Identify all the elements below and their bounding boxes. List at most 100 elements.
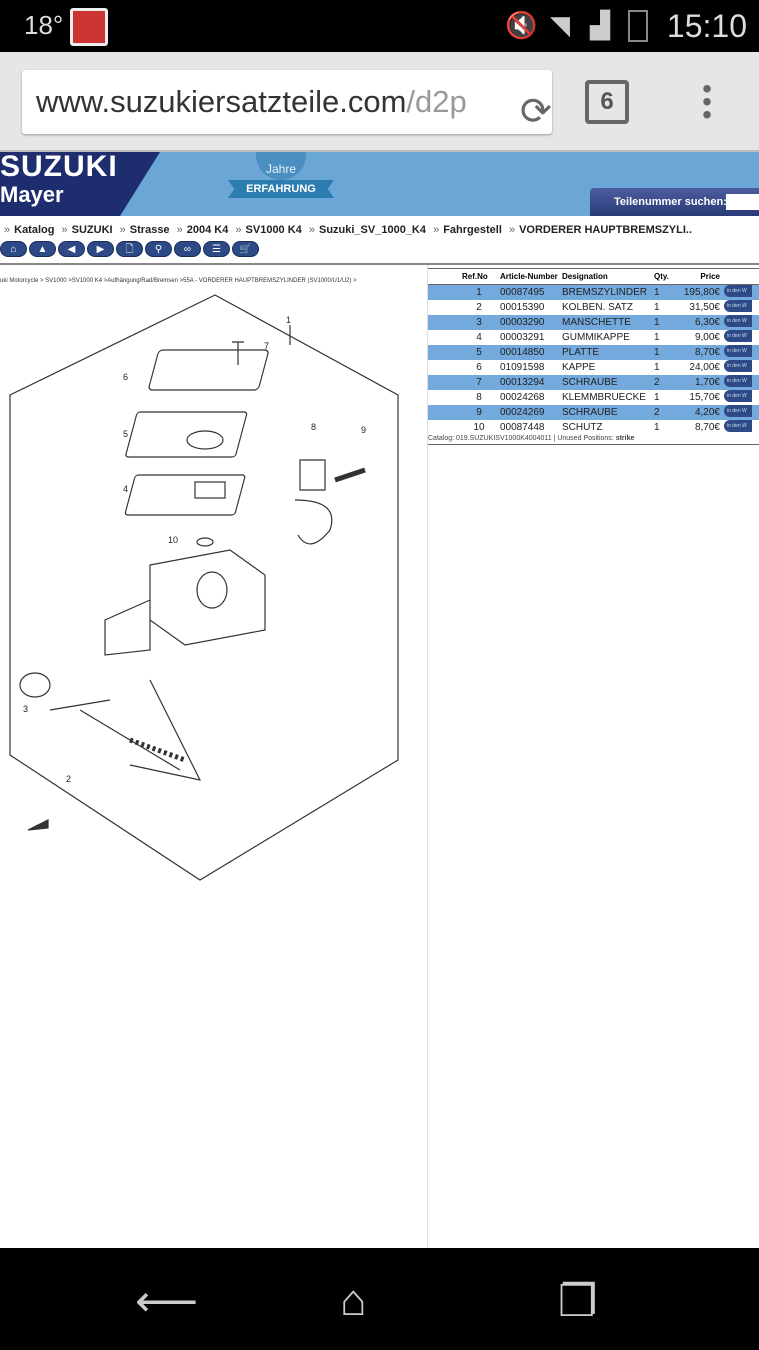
part-9-bolt [334, 467, 366, 483]
part-5-plate [125, 411, 248, 458]
price: 9,00€ [694, 332, 720, 343]
price: 6,30€ [676, 315, 722, 330]
home-icon[interactable]: ⌂ [0, 241, 27, 257]
glasses-icon[interactable]: ∞ [174, 241, 201, 257]
cart-cell: in den W [722, 284, 759, 300]
tree-icon[interactable]: ☰ [203, 241, 230, 257]
strike-legend: strike [615, 435, 635, 442]
quantity: 1 [654, 362, 660, 373]
article-number[interactable]: 00024268 [500, 392, 545, 403]
label-9: 9 [361, 425, 366, 435]
cylinder-port [196, 571, 228, 609]
catalog-info: Catalog: 019.SUZUKISV1000K4004011 | Unus… [428, 435, 616, 442]
part-2-piston [49, 699, 181, 771]
cart-cell: in den W [722, 375, 759, 390]
breadcrumb: »Katalog »SUZUKI »Strasse »2004 K4 »SV10… [4, 224, 693, 236]
col-article: Article-Number [498, 268, 560, 285]
crumb-katalog[interactable]: Katalog [14, 224, 55, 236]
part-7-screw [232, 341, 244, 365]
label-4: 4 [123, 484, 128, 494]
designation: SCHUTZ [562, 422, 603, 433]
col-price: Price [676, 268, 722, 285]
quantity: 1 [652, 345, 676, 360]
col-cart [722, 268, 759, 285]
status-bar: 18° 🔇 ◥ ▟ 15:10 [0, 0, 759, 52]
label-1: 1 [286, 315, 291, 325]
label-6: 6 [123, 372, 128, 382]
quantity: 1 [652, 315, 676, 330]
add-to-cart-button[interactable]: in den W [724, 330, 752, 342]
ref-no: 4 [476, 332, 482, 343]
row-blank [428, 284, 460, 300]
quantity: 1 [654, 302, 660, 313]
diagram-outline [9, 294, 399, 881]
part-number-input[interactable] [726, 194, 759, 210]
ref-no: 7 [460, 375, 498, 390]
cart-cell: in den W [722, 315, 759, 330]
prev-icon[interactable]: ◀ [58, 241, 85, 257]
cart-icon[interactable]: 🛒 [232, 241, 259, 257]
part-1-cylinder-body [104, 549, 266, 656]
next-icon[interactable]: ▶ [87, 241, 114, 257]
recents-icon[interactable]: ❐ [558, 1277, 598, 1326]
article-number[interactable]: 00087448 [500, 422, 545, 433]
article-number[interactable]: 00024269 [498, 405, 560, 420]
add-to-cart-button[interactable]: in den W [724, 420, 752, 432]
article-number[interactable]: 00013294 [498, 375, 560, 390]
crumb-suzuki[interactable]: SUZUKI [71, 224, 113, 236]
ref-no: 1 [460, 284, 498, 300]
crumb-strasse[interactable]: Strasse [129, 224, 170, 236]
add-to-cart-button[interactable]: in den W [724, 285, 752, 297]
tab-switcher-button[interactable]: 6 [585, 80, 629, 124]
table-row: 2 00015390 KOLBEN. SATZ 1 31,50€ in den … [428, 300, 759, 315]
reload-icon[interactable]: ⟳ [520, 91, 552, 133]
label-3: 3 [23, 704, 28, 714]
url-field[interactable]: www.suzukiersatzteile.com/d2p ⟳ [22, 70, 552, 134]
exploded-parts-diagram: 1 2 3 4 5 6 7 8 9 10 [9, 294, 399, 881]
home-nav-icon[interactable]: ⌂ [340, 1276, 367, 1325]
price: 4,20€ [676, 405, 722, 420]
add-to-cart-button[interactable]: in den W [724, 345, 752, 357]
add-to-cart-button[interactable]: in den W [724, 375, 752, 387]
row-blank [428, 345, 460, 360]
cart-cell: in den W [722, 420, 759, 435]
crumb-current: VORDERER HAUPTBREMSZYLI.. [519, 224, 693, 236]
designation: GUMMIKAPPE [562, 332, 630, 343]
crumb-catalog-model[interactable]: Suzuki_SV_1000_K4 [318, 224, 426, 236]
ref-no: 3 [460, 315, 498, 330]
article-number[interactable]: 00003291 [500, 332, 545, 343]
article-number[interactable]: 00087495 [498, 284, 560, 300]
designation: PLATTE [560, 345, 652, 360]
quantity: 1 [654, 392, 660, 403]
ref-no: 6 [476, 362, 482, 373]
ref-no: 9 [460, 405, 498, 420]
search-icon[interactable]: ⚲ [145, 241, 172, 257]
front-arrow-icon [27, 819, 49, 831]
article-number[interactable]: 00003290 [498, 315, 560, 330]
add-to-cart-button[interactable]: in den W [724, 360, 752, 372]
crumb-model[interactable]: SV1000 K4 [245, 224, 302, 236]
article-number[interactable]: 00014850 [498, 345, 560, 360]
designation: BREMSZYLINDER [560, 284, 652, 300]
col-designation: Designation [560, 268, 652, 285]
back-icon[interactable]: ⟵ [135, 1277, 199, 1326]
add-to-cart-button[interactable]: in den W [724, 390, 752, 402]
add-to-cart-button[interactable]: in den W [724, 315, 752, 327]
row-blank [428, 330, 460, 345]
crumb-fahrgestell[interactable]: Fahrgestell [443, 224, 502, 236]
assembly-lines [129, 679, 202, 781]
label-8: 8 [311, 422, 316, 432]
add-to-cart-button[interactable]: in den W [724, 405, 752, 417]
up-icon[interactable]: ▲ [29, 241, 56, 257]
add-to-cart-button[interactable]: in den W [724, 300, 752, 312]
part-4-gasket [124, 474, 246, 516]
article-number[interactable]: 00015390 [500, 302, 545, 313]
zoom-page-icon[interactable]: 🗋 [116, 241, 143, 257]
price: 1,70€ [676, 375, 722, 390]
overflow-menu-icon[interactable]: ••• [702, 73, 712, 130]
table-header: Ref.No Article-Number Designation Qty. P… [428, 268, 759, 285]
row-blank [428, 360, 460, 375]
crumb-year[interactable]: 2004 K4 [186, 224, 229, 236]
suzuki-mayer-logo[interactable]: SUZUKI Mayer [0, 152, 160, 216]
article-number[interactable]: 01091598 [500, 362, 545, 373]
